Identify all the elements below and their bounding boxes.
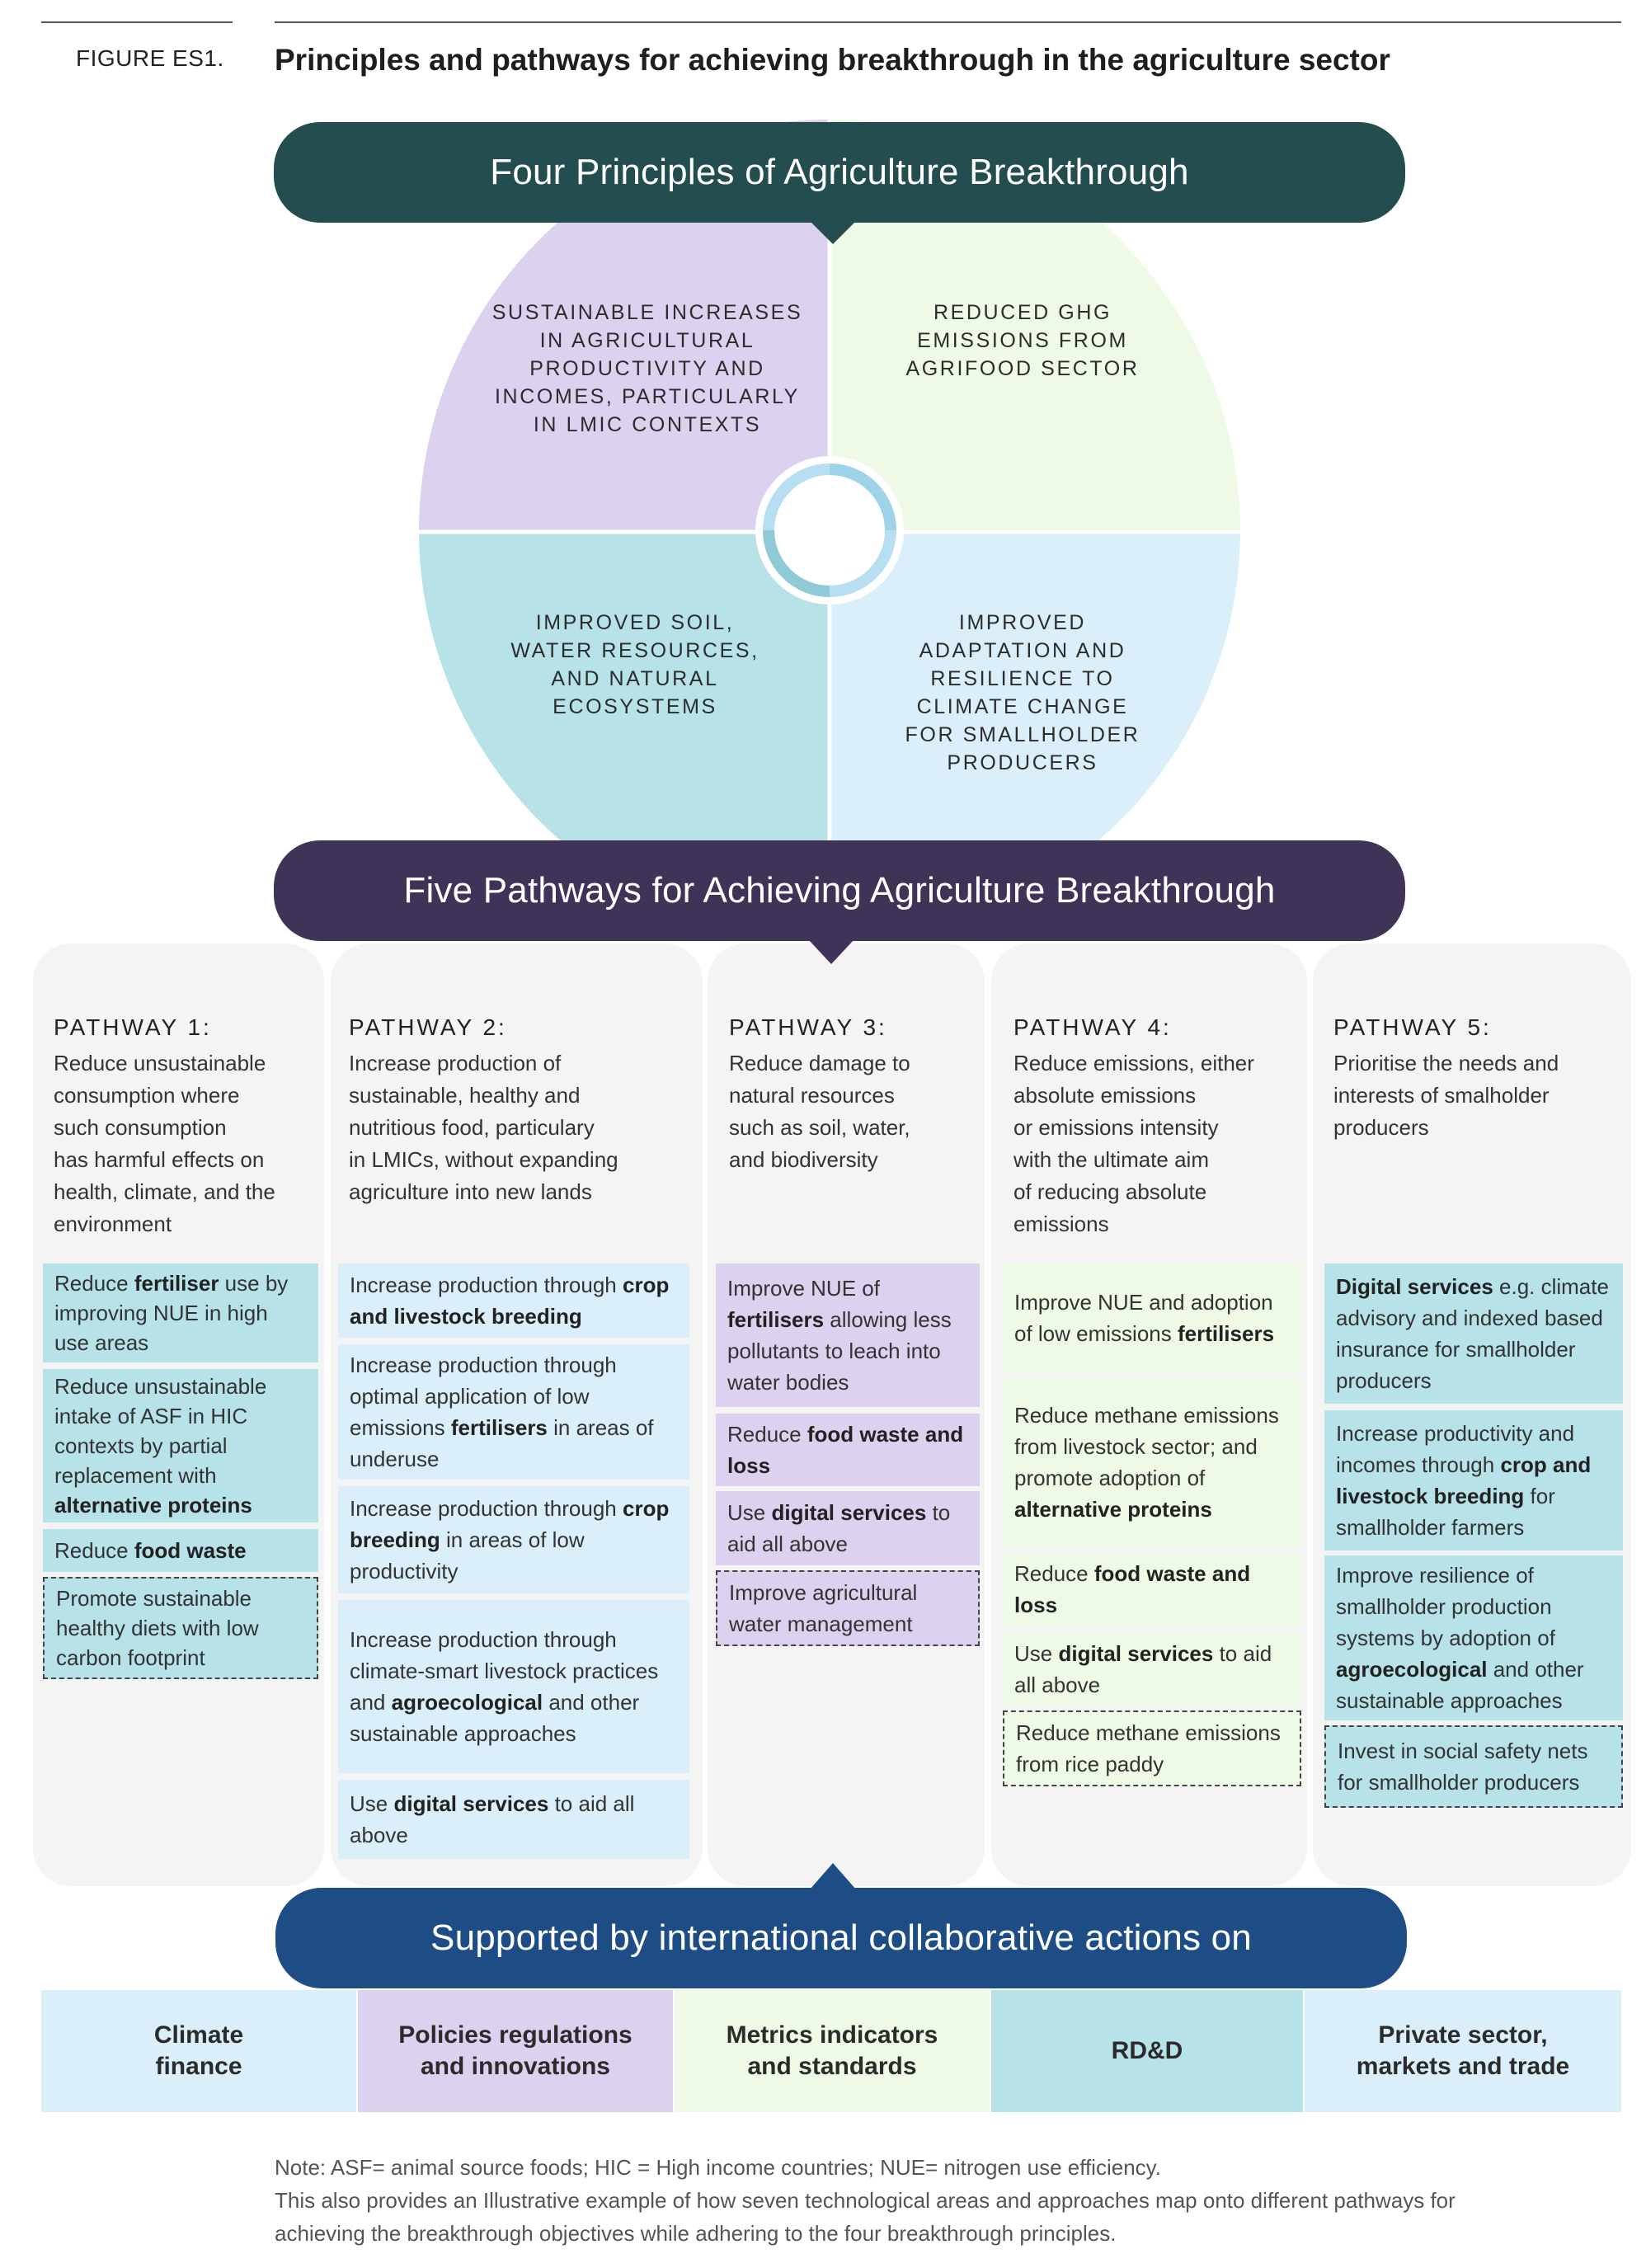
action-rdd: RD&D [991, 1990, 1303, 2112]
pathway-5-box: Improve resilience of smallholder produc… [1324, 1555, 1623, 1720]
pathways-banner: Five Pathways for Achieving Agriculture … [274, 840, 1405, 941]
pathway-2-box: Increase production through climate-smar… [338, 1600, 689, 1773]
pathway-3-heading: PATHWAY 3: [729, 1014, 887, 1040]
principle-ghg: REDUCED GHG EMISSIONS FROM AGRIFOOD SECT… [905, 301, 1140, 380]
pathway-5-description: Prioritise the needs and interests of sm… [1333, 1051, 1559, 1140]
principles-banner: Four Principles of Agriculture Breakthro… [274, 122, 1405, 223]
pathway-2-box: Use digital services to aid all above [338, 1780, 689, 1859]
principle-adaptation: IMPROVED ADAPTATION AND RESILIENCE TO CL… [905, 611, 1140, 774]
action-private-sector: Private sector,markets and trade [1305, 1990, 1621, 2112]
pathway-5-box-dashed: Invest in social safety nets for smallho… [1324, 1725, 1623, 1808]
pathway-1-box: Reduce unsustainable intake of ASF in HI… [43, 1369, 318, 1522]
pathway-4-box: Reduce methane emissions from livestock … [1003, 1377, 1301, 1547]
pathway-1-heading: PATHWAY 1: [54, 1014, 212, 1040]
pathway-2-description: Increase production of sustainable, heal… [349, 1051, 618, 1204]
support-pointer [810, 1863, 856, 1889]
pathway-4-box: Improve NUE and adoption of low emission… [1003, 1263, 1301, 1372]
pathway-2-box: Increase production through crop and liv… [338, 1263, 689, 1338]
principles-pointer [810, 221, 856, 244]
figure-title: Principles and pathways for achieving br… [275, 43, 1390, 77]
pathway-3-box-dashed: Improve agricultural water management [716, 1570, 980, 1646]
support-banner: Supported by international collaborative… [275, 1888, 1407, 1988]
pathway-4-box: Reduce food waste and loss [1003, 1552, 1301, 1626]
pathway-2-box: Increase production through crop breedin… [338, 1486, 689, 1593]
pathway-1-box: Reduce fertiliser use by improving NUE i… [43, 1263, 318, 1362]
pathway-3-description: Reduce damage to natural resources such … [729, 1051, 910, 1172]
pathway-3-box: Reduce food waste and loss [716, 1414, 980, 1486]
pathway-3-box: Use digital services to aid all above [716, 1491, 980, 1565]
pathway-5-box: Increase productivity and incomes throug… [1324, 1410, 1623, 1550]
pathway-3-box: Improve NUE of fertilisers allowing less… [716, 1263, 980, 1407]
pathway-4-description: Reduce emissions, either absolute emissi… [1013, 1051, 1254, 1236]
pathway-4-box-dashed: Reduce methane emissions from rice paddy [1003, 1710, 1301, 1786]
right-header-rule [275, 21, 1621, 23]
principle-productivity: SUSTAINABLE INCREASES IN AGRICULTURAL PR… [491, 301, 803, 436]
figure-label: FIGURE ES1. [76, 45, 224, 71]
pathways-pointer [808, 939, 854, 964]
note-line-1: Note: ASF= animal source foods; HIC = Hi… [275, 2155, 1161, 2180]
pathway-5-box: Digital services e.g. climate advisory a… [1324, 1263, 1623, 1404]
pathway-4-heading: PATHWAY 4: [1013, 1014, 1172, 1040]
pathway-5-heading: PATHWAY 5: [1333, 1014, 1492, 1040]
pathway-4-box: Use digital services to aid all above [1003, 1631, 1301, 1707]
pathway-1-box: Reduce food waste [43, 1529, 318, 1572]
left-header-rule [41, 21, 233, 23]
principle-soil-water: IMPROVED SOIL, WATER RESOURCES, AND NATU… [510, 611, 760, 718]
pathway-1-description: Reduce unsustainable consumption where s… [54, 1051, 275, 1236]
note-line-2: This also provides an Illustrative examp… [275, 2188, 1456, 2213]
pathway-2-box: Increase production through optimal appl… [338, 1344, 689, 1480]
pathway-2-heading: PATHWAY 2: [349, 1014, 507, 1040]
note-line-3: achieving the breakthrough objectives wh… [275, 2221, 1117, 2246]
pathway-1-box-dashed: Promote sustainable healthy diets with l… [43, 1577, 318, 1679]
